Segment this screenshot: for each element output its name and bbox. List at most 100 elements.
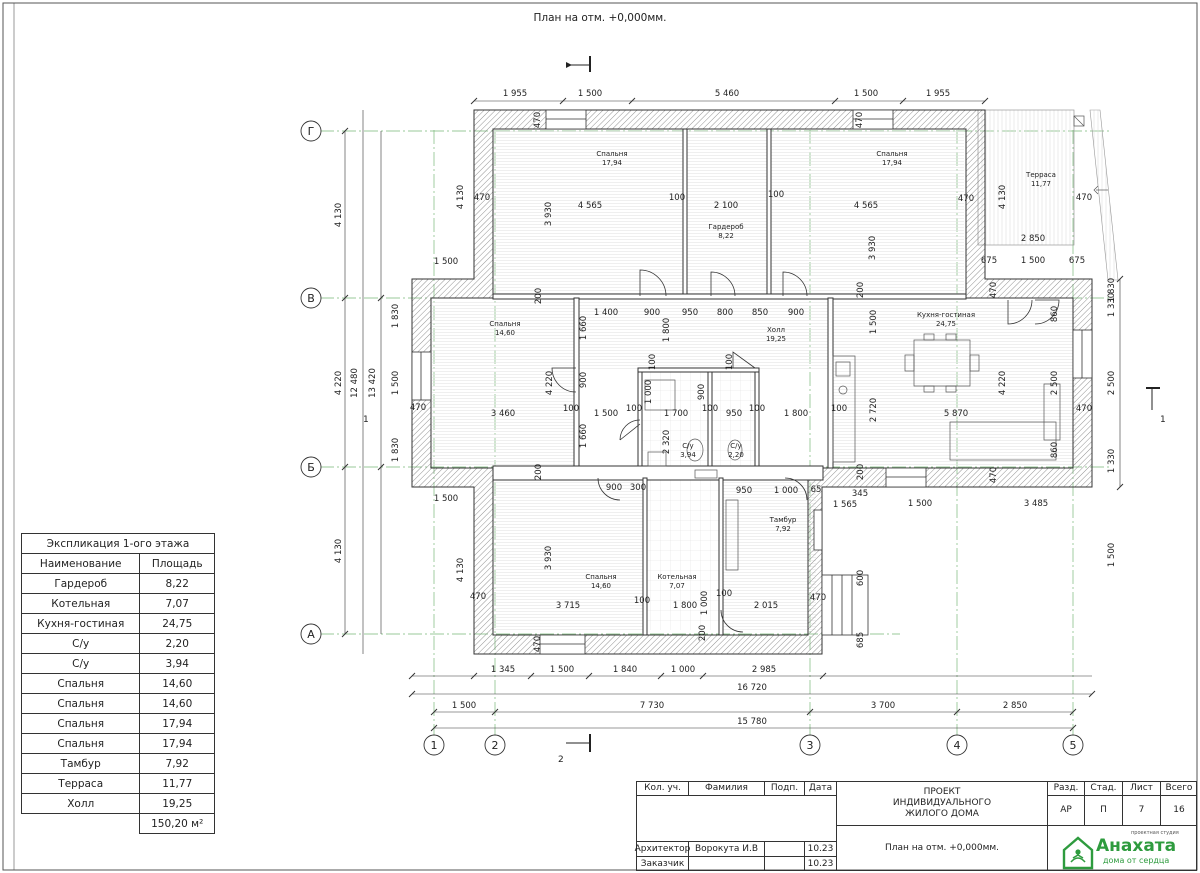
- interior-walls: [492, 128, 967, 636]
- dimension-label: 470: [410, 403, 426, 413]
- dimension-label: 4 130: [456, 558, 466, 582]
- dimension-label: 4 130: [998, 185, 1008, 209]
- dimension-label: 65: [811, 485, 822, 495]
- dimension-label: 100: [563, 404, 579, 414]
- stamp-header-fam: Фамилия: [689, 782, 765, 796]
- dimension-label: 2 500: [1050, 371, 1060, 395]
- room-area-wc1: 3,94: [680, 451, 696, 459]
- stamp-header-date: Дата: [805, 782, 837, 796]
- dimension-label: 16 720: [737, 683, 767, 693]
- entrance-steps: [821, 574, 869, 636]
- dimension-label: 900: [579, 372, 589, 388]
- dimension-label: 1 800: [662, 318, 672, 342]
- dimension-label: 2 985: [752, 665, 776, 675]
- brand-name: Анахата: [1096, 836, 1177, 856]
- explication-table: Экспликация 1-ого этажа Наименование Пло…: [20, 533, 215, 834]
- dimension-label: 1 700: [664, 409, 688, 419]
- stamp-sheet-title: План на отм. +0,000мм.: [837, 826, 1048, 871]
- table-cell: 3,94: [139, 653, 215, 674]
- table-cell: 2,20: [139, 633, 215, 654]
- section-label-left: 1: [363, 415, 369, 425]
- dimension-label: 470: [533, 112, 543, 128]
- dimension-label: 200: [856, 464, 866, 480]
- section-label-bottom: 2: [558, 755, 564, 765]
- dimension-label: 860: [1050, 442, 1060, 458]
- dimension-label: 1 000: [774, 486, 798, 496]
- dimension-label: 4 130: [456, 185, 466, 209]
- room-name-wc1: С/у: [682, 442, 693, 450]
- stamp-project-name: ПРОЕКТ ИНДИВИДУАЛЬНОГО ЖИЛОГО ДОМА: [837, 782, 1048, 826]
- room-name-wc2: С/у: [730, 442, 741, 450]
- dimension-label: 100: [831, 404, 847, 414]
- dimension-label: 100: [716, 589, 732, 599]
- stamp-header-kol: Кол. уч.: [637, 782, 689, 796]
- table-cell: 19,25: [139, 793, 215, 814]
- dimension-label: 470: [470, 592, 486, 602]
- dimension-label: 470: [1076, 404, 1092, 414]
- room-area-wardrobe: 8,22: [718, 232, 734, 240]
- dimension-label: 1 660: [579, 424, 589, 448]
- dimension-label: 1 345: [491, 665, 515, 675]
- stamp-header-vsego: Всего: [1161, 782, 1197, 796]
- terrace-area: [977, 109, 1119, 281]
- dimension-label: 300: [630, 483, 646, 493]
- table-cell: Котельная: [20, 593, 141, 614]
- brand-logo-icon: [1062, 836, 1094, 870]
- dimension-label: 1 500: [550, 665, 574, 675]
- stamp-header-list: Лист: [1123, 782, 1161, 796]
- table-cell: 17,94: [139, 713, 215, 734]
- dimension-label: 470: [474, 193, 490, 203]
- dimension-texts-left: 4 130 4 220 4 130 12 480 13 420 1 830 1 …: [334, 203, 401, 563]
- dimension-label: 200: [856, 282, 866, 298]
- dimension-label: 1 500: [434, 257, 458, 267]
- dimension-label: 3 715: [556, 601, 580, 611]
- dimension-label: 1 000: [671, 665, 695, 675]
- room-name-boiler: Котельная: [657, 573, 696, 581]
- table-cell: 14,60: [139, 693, 215, 714]
- room-name-bedroom-nw: Спальня: [596, 150, 627, 158]
- dimension-label: 1 800: [673, 601, 697, 611]
- dimension-texts-right: 1 330 2 500 1 330: [1107, 293, 1117, 473]
- dimension-label: 470: [855, 112, 865, 128]
- dimension-label: 1 500: [1021, 256, 1045, 266]
- dimension-label: 900: [644, 308, 660, 318]
- dimension-label: 470: [958, 194, 974, 204]
- dimension-label: 4 130: [334, 203, 344, 227]
- table-cell: Терраса: [20, 773, 141, 794]
- dimension-label: 900: [788, 308, 804, 318]
- dimension-label: 860: [1050, 306, 1060, 322]
- dimension-label: 1 955: [503, 89, 527, 99]
- stamp-date-architect: 10.23: [805, 842, 837, 857]
- dimension-texts-interior: 470 4 130 470 3 930 4 565 100 2 100 100 …: [410, 112, 1117, 652]
- dimension-label: 100: [626, 404, 642, 414]
- dimension-label: 470: [989, 467, 999, 483]
- axis-label: 2: [492, 739, 499, 752]
- room-labels: Спальня 17,94 Гардероб 8,22 Спальня 17,9…: [489, 150, 1056, 590]
- fixtures: [644, 333, 1061, 571]
- dimension-label: 100: [669, 193, 685, 203]
- dimension-label: 1 500: [391, 371, 401, 395]
- room-name-hall: Холл: [767, 326, 785, 334]
- dimension-label: 675: [981, 256, 997, 266]
- dimension-label: 7 730: [640, 701, 664, 711]
- room-name-bedroom-sw: Спальня: [585, 573, 616, 581]
- dimension-label: 1 565: [833, 500, 857, 510]
- dimension-label: 900: [697, 384, 707, 400]
- dimension-label: 1 840: [613, 665, 637, 675]
- dimension-label: 1 830: [391, 304, 401, 328]
- dimension-label: 470: [533, 636, 543, 652]
- explication-total: 150,20 м²: [139, 813, 215, 834]
- dimension-label: 1 500: [1107, 543, 1117, 567]
- dimension-label: 5 870: [944, 409, 968, 419]
- room-area-bedroom-sw: 14,60: [591, 582, 611, 590]
- dimension-label: 675: [1069, 256, 1085, 266]
- dimension-label: 3 460: [491, 409, 515, 419]
- dimension-label: 3 485: [1024, 499, 1048, 509]
- dimension-label: 1 830: [1107, 278, 1117, 302]
- table-cell: 7,92: [139, 753, 215, 774]
- dimension-label: 950: [726, 409, 742, 419]
